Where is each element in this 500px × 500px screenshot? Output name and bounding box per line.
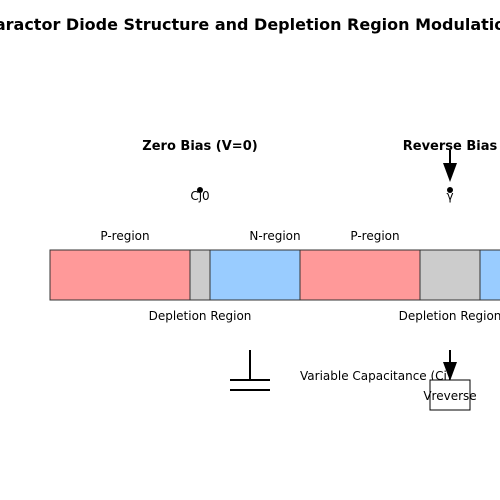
capacitor-symbol xyxy=(230,350,270,391)
zero-bias-n-region-label: N-region xyxy=(249,229,300,243)
reverse-bias-diode xyxy=(299,249,500,301)
vreverse-label: Vreverse xyxy=(423,389,476,403)
gamma-label: γ xyxy=(446,189,453,203)
zero-bias-depletion-label: Depletion Region xyxy=(149,309,252,323)
diagram-title: Varactor Diode Structure and Depletion R… xyxy=(0,15,500,34)
variable-capacitance-label: Variable Capacitance (Cj) xyxy=(300,369,452,383)
gamma-point-dot xyxy=(447,187,453,193)
vreverse-arrow xyxy=(443,350,457,381)
cj0-point-dot xyxy=(197,187,203,193)
reverse-bias-input-arrow xyxy=(443,150,457,182)
cj0-label: Cj0 xyxy=(190,189,209,203)
reverse-bias-p-region-label: P-region xyxy=(350,229,399,243)
reverse-bias-p-region xyxy=(299,249,421,301)
zero-bias-depletion-region xyxy=(189,249,211,301)
vreverse-source-box xyxy=(429,379,471,411)
zero-bias-heading: Zero Bias (V=0) xyxy=(142,139,257,154)
reverse-bias-n-region xyxy=(479,249,500,301)
reverse-bias-heading: Reverse Bias xyxy=(403,139,498,154)
reverse-bias-depletion-label: Depletion Region xyxy=(399,309,500,323)
zero-bias-p-region xyxy=(49,249,191,301)
zero-bias-p-region-label: P-region xyxy=(100,229,149,243)
reverse-bias-depletion-region xyxy=(419,249,481,301)
